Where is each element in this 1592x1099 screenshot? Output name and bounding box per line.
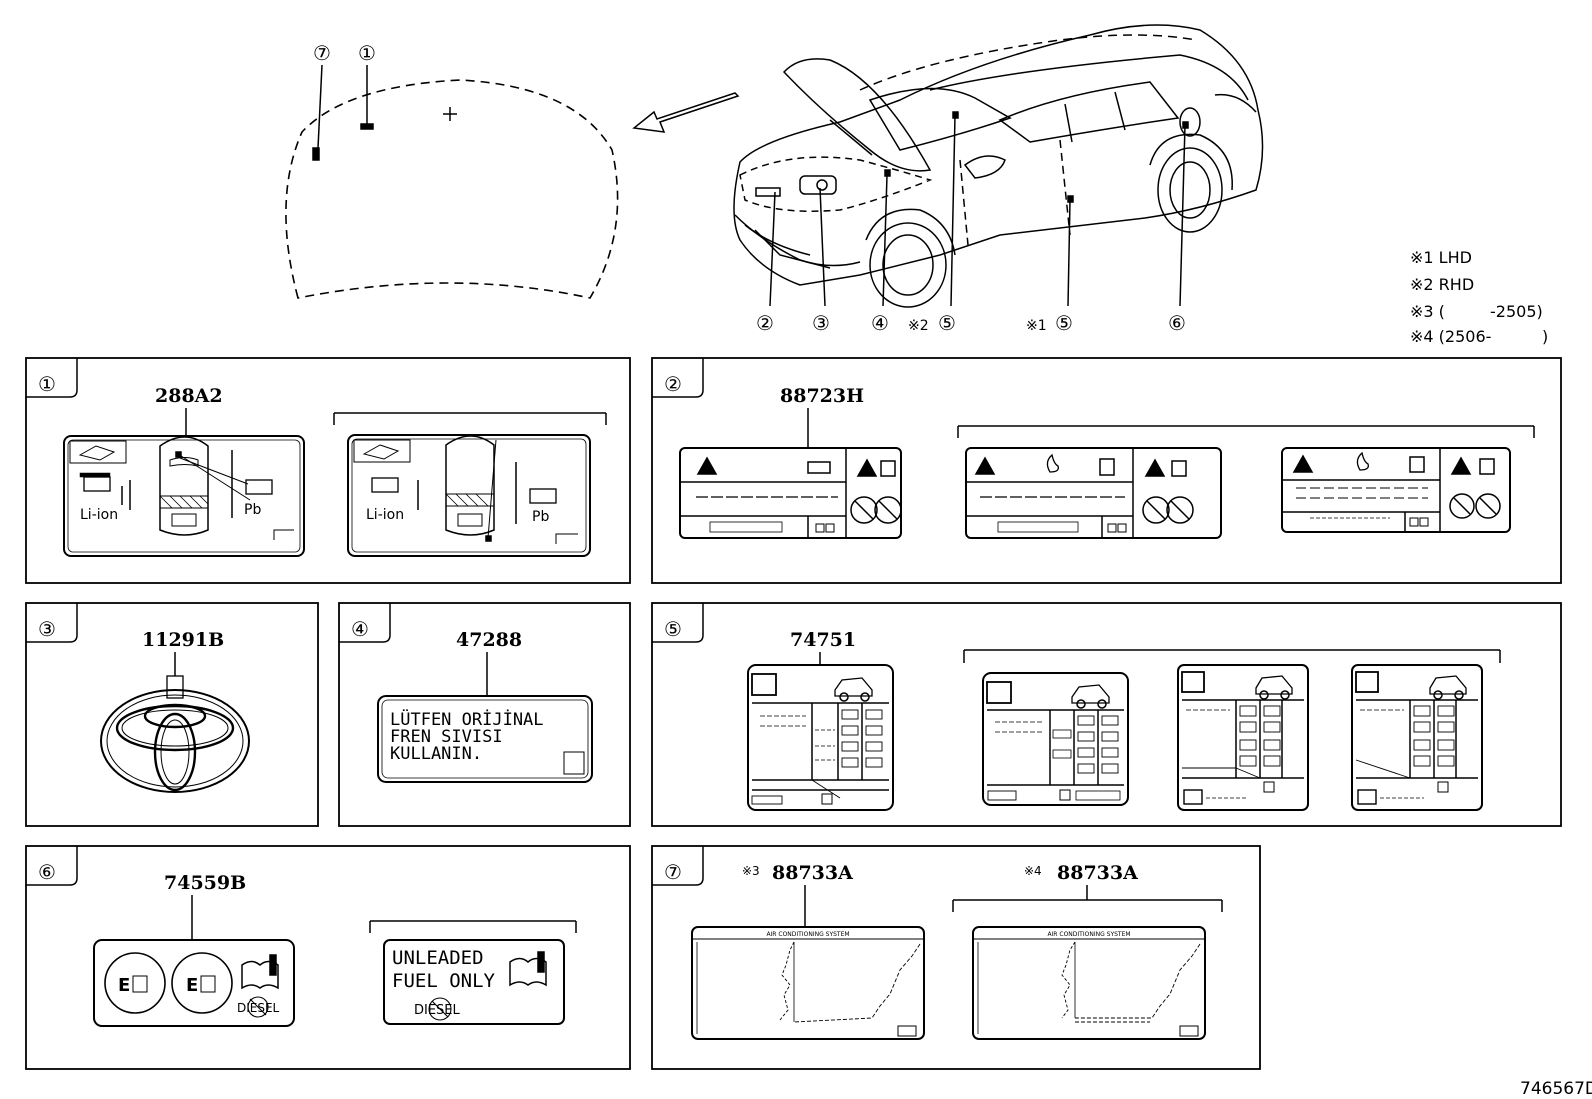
part-number-b: 88733A — [1057, 862, 1138, 884]
panel-7: ⑦ ※3 88733A ※4 88733A AIR CONDITIONING S… — [651, 845, 1261, 1070]
panel-1: ① 288A2 Li-ion Pb — [25, 357, 631, 584]
note-lhd: ※1 LHD — [1410, 248, 1472, 267]
notes: ※1 LHD ※2 RHD ※3 ( -2505) ※4 (2506- ) — [1410, 248, 1548, 346]
e-badge-a: E — [118, 975, 130, 996]
mark-4: ※4 — [1024, 864, 1042, 878]
panel-number: ⑥ — [38, 860, 56, 884]
label-288a2-a: Li-ion Pb — [63, 435, 305, 557]
brake-fluid-line-2: FREN SIVISI — [390, 727, 503, 747]
panel-number: ② — [664, 372, 682, 396]
note-4-start: ※4 (2506- — [1410, 327, 1491, 346]
part-number: 11291B — [142, 629, 224, 651]
ac-title-b: AIR CONDITIONING SYSTEM — [1047, 931, 1130, 938]
note-3-start: ※3 ( — [1410, 302, 1445, 321]
battery-li-ion-label-b: Li-ion — [366, 507, 404, 523]
panel-number: ⑦ — [664, 860, 682, 884]
car-callout-2: ② — [756, 311, 774, 335]
panel-6: ⑥ 74559B E E DIESEL UNLEADED FUEL ONLY D… — [25, 845, 631, 1070]
note-rhd: ※2 RHD — [1410, 275, 1474, 294]
brake-fluid-line-3: KULLANIN. — [390, 744, 482, 764]
panel-number: ④ — [351, 617, 369, 641]
label-88723h-c — [1281, 447, 1511, 533]
direction-arrow — [632, 92, 740, 133]
tire-label-d — [1351, 664, 1483, 811]
car-callout-6: ⑥ — [1168, 311, 1186, 335]
ac-title-a: AIR CONDITIONING SYSTEM — [766, 931, 849, 938]
e-badge-b: E — [186, 975, 198, 996]
battery-li-ion-label: Li-ion — [80, 507, 118, 523]
toyota-emblem — [100, 689, 250, 793]
car-callout-5-lhd: ⑤ — [1055, 311, 1073, 335]
car-callout-4: ④ — [871, 311, 889, 335]
hood-drawing: ⑦ ① — [285, 41, 619, 299]
panel-2: ② 88723H — [651, 357, 1562, 584]
note-3-end: -2505) — [1490, 302, 1543, 321]
battery-pb-label: Pb — [244, 502, 261, 518]
part-number: 88723H — [780, 385, 864, 407]
unleaded-line-2: FUEL ONLY — [392, 970, 496, 992]
diesel-text-b: DIESEL — [414, 1003, 461, 1018]
car-callout-5-rhd: ⑤ — [938, 311, 956, 335]
car-drawing: ② ③ ④ ※2 ⑤ ※1 ⑤ ⑥ — [733, 24, 1264, 335]
part-number-a: 88733A — [772, 862, 853, 884]
part-number: 74751 — [790, 629, 856, 651]
hood-callout-1: ① — [358, 41, 376, 65]
battery-pb-label-b: Pb — [532, 509, 549, 525]
unleaded-line-1: UNLEADED — [392, 947, 484, 969]
car-callout-3: ③ — [812, 311, 830, 335]
label-288a2-b: Li-ion Pb — [347, 434, 591, 557]
panel-3: ③ 11291B — [25, 602, 319, 827]
tire-label-b — [982, 672, 1129, 806]
ac-label-a: AIR CONDITIONING SYSTEM — [691, 926, 925, 1040]
part-number: 288A2 — [155, 385, 223, 407]
fuel-label-b: UNLEADED FUEL ONLY DIESEL — [383, 939, 565, 1025]
label-88723h-a — [679, 447, 902, 539]
diagram-id: 746567D — [1520, 1079, 1592, 1099]
part-number: 74559B — [164, 872, 246, 894]
hood-callout-7: ⑦ — [313, 41, 331, 65]
tire-label-a — [747, 664, 894, 811]
panel-4: ④ 47288 LÜTFEN ORİJİNAL FREN SIVISI KULL… — [338, 602, 631, 827]
fuel-label-a: E E DIESEL — [93, 939, 295, 1027]
panel-number: ① — [38, 372, 56, 396]
part-number: 47288 — [456, 629, 522, 651]
tire-label-c — [1177, 664, 1309, 811]
panel-number: ③ — [38, 617, 56, 641]
mark-3: ※3 — [742, 864, 760, 878]
panel-number: ⑤ — [664, 617, 682, 641]
car-callout-mark-lhd: ※1 — [1026, 318, 1047, 334]
panel-5: ⑤ 74751 — [651, 602, 1562, 827]
label-88723h-b — [965, 447, 1222, 539]
car-callout-mark-rhd: ※2 — [908, 318, 929, 334]
note-4-end: ) — [1542, 327, 1548, 346]
brake-fluid-line-1: LÜTFEN ORİJİNAL — [390, 708, 544, 730]
ac-label-b: AIR CONDITIONING SYSTEM — [972, 926, 1206, 1040]
